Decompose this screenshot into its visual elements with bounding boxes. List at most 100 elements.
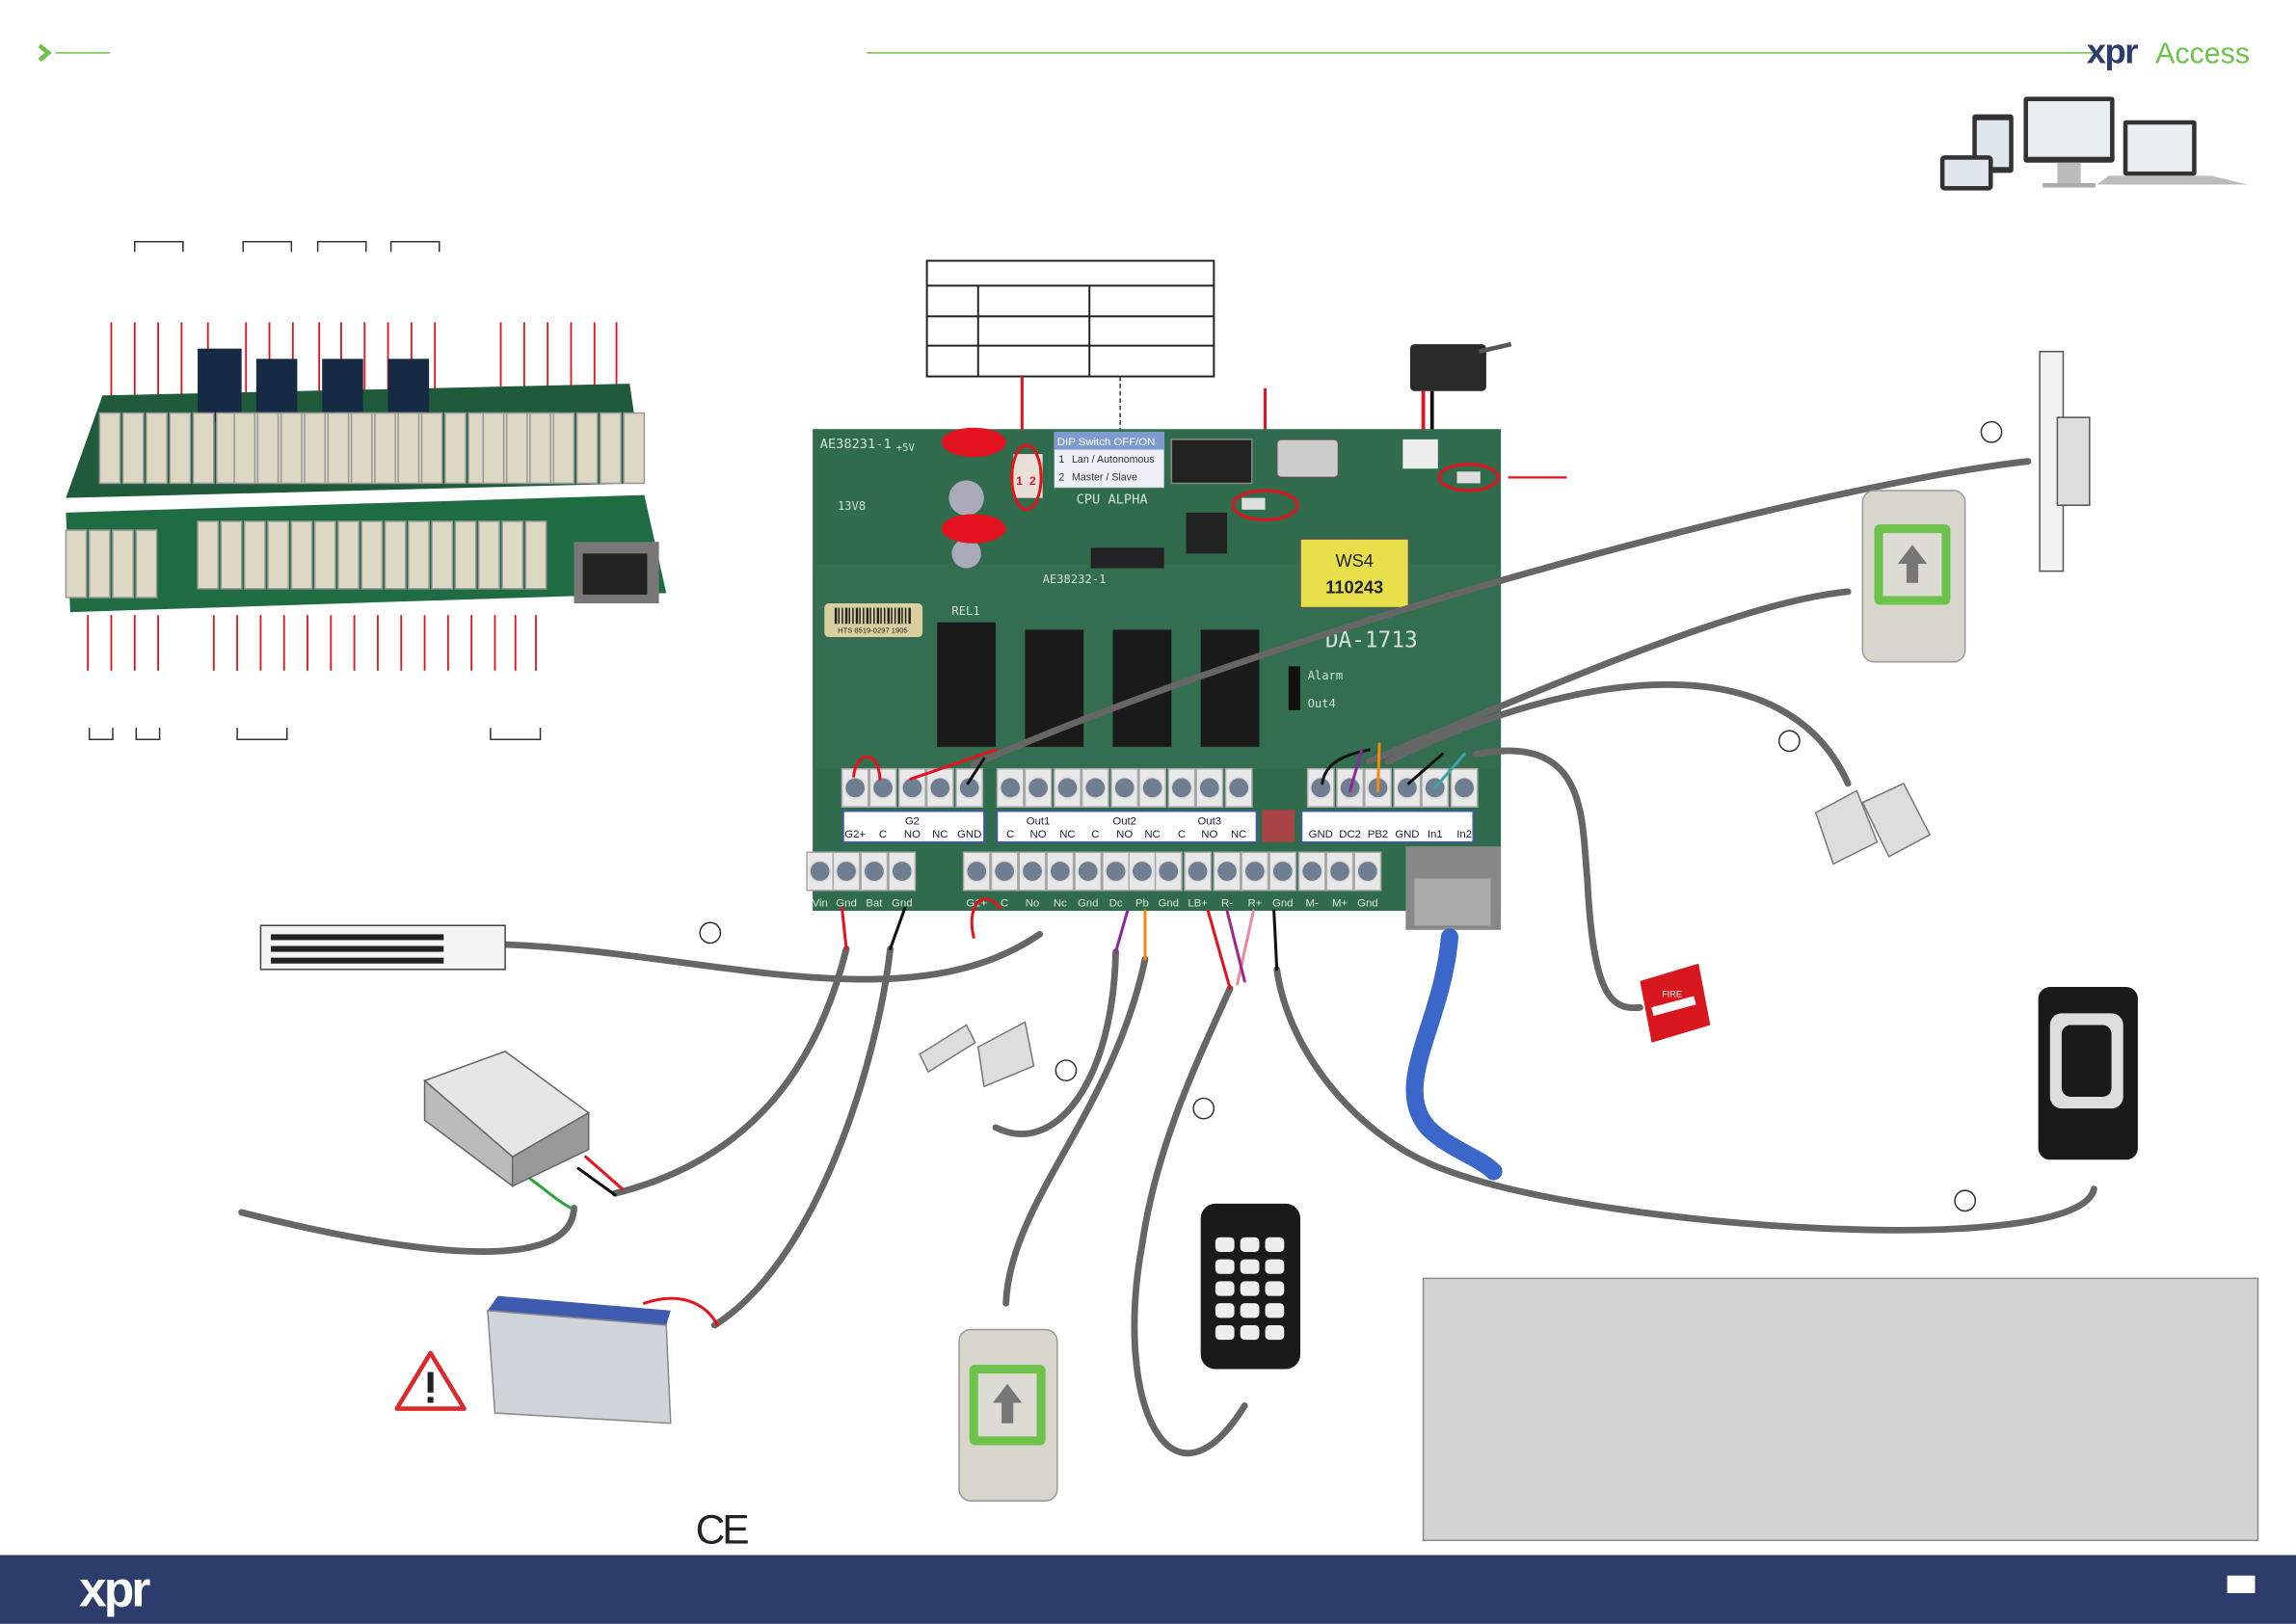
- terminal-screw[interactable]: [835, 860, 858, 883]
- card-reader: [2038, 987, 2138, 1160]
- door-contact-left: [919, 1021, 1035, 1088]
- terminal-label-bottom: Gnd: [1159, 897, 1180, 909]
- terminal-screw[interactable]: [1215, 860, 1239, 883]
- terminal-screw[interactable]: [1453, 777, 1476, 799]
- terminal-screw[interactable]: [1187, 860, 1210, 883]
- photo-terminal: [327, 412, 350, 485]
- terminal-label-top: C: [1006, 829, 1014, 840]
- keypad-key: [1215, 1259, 1235, 1274]
- dip-row-2-label: Master / Slave: [1072, 471, 1137, 483]
- power-led-highlight: [1231, 489, 1299, 521]
- terminal-screw[interactable]: [863, 860, 886, 883]
- terminal-screw[interactable]: [965, 860, 988, 883]
- photo-terminal: [482, 412, 505, 485]
- terminal-screw[interactable]: [1170, 777, 1193, 799]
- terminal-screw[interactable]: [1271, 860, 1295, 883]
- terminal-label-bottom: LB+: [1188, 897, 1208, 909]
- terminal-screw[interactable]: [843, 777, 867, 799]
- terminal-group-header: Out2: [1112, 815, 1136, 827]
- terminal-screw[interactable]: [1328, 860, 1351, 883]
- ethernet-port[interactable]: [1405, 846, 1502, 930]
- terminal-screw[interactable]: [1356, 860, 1379, 883]
- terminal-label-top: NO: [1116, 829, 1133, 840]
- photo-terminal: [192, 412, 215, 485]
- terminal-screw[interactable]: [1027, 777, 1050, 799]
- keypad-key: [1265, 1303, 1285, 1318]
- terminal-label-bottom: Gnd: [1357, 897, 1378, 909]
- chip-label: [1299, 538, 1410, 609]
- dip-row-1-num: 1: [1058, 454, 1064, 466]
- terminal-screw[interactable]: [1083, 777, 1107, 799]
- terminal-screw[interactable]: [1141, 777, 1163, 799]
- terminal-label-top: NC: [1144, 829, 1160, 840]
- terminal-screw[interactable]: [958, 777, 981, 799]
- terminal-label-top: C: [1091, 829, 1099, 840]
- fire-break-glass: FIRE: [1640, 963, 1711, 1043]
- photo-terminal: [121, 412, 145, 485]
- callout-brackets-bottom: [88, 728, 542, 741]
- terminal-screw[interactable]: [1300, 860, 1323, 883]
- terminal-screw[interactable]: [901, 777, 923, 799]
- arrow-up-icon: [992, 1383, 1023, 1424]
- photo-terminal: [135, 529, 158, 599]
- terminal-screw[interactable]: [891, 860, 914, 883]
- keypad-key: [1240, 1259, 1260, 1274]
- photo-terminal: [290, 520, 313, 590]
- photo-terminal: [65, 529, 88, 599]
- terminal-label-bottom: Gnd: [836, 897, 857, 909]
- terminal-label-bottom: Dc: [1109, 897, 1123, 909]
- terminal-screw[interactable]: [1105, 860, 1127, 883]
- terminal-screw[interactable]: [809, 860, 832, 883]
- out4-label: Out4: [1308, 697, 1336, 710]
- usb-port[interactable]: [1275, 439, 1340, 479]
- keypad-key: [1240, 1303, 1260, 1318]
- logo-xpr: xpr: [2087, 31, 2138, 70]
- terminal-label-bottom: M+: [1332, 897, 1348, 909]
- terminal-screw[interactable]: [871, 777, 894, 799]
- board-photo: [65, 241, 667, 741]
- alarm-label: Alarm: [1308, 669, 1344, 682]
- terminal-screw[interactable]: [1049, 860, 1072, 883]
- photo-terminal: [524, 520, 547, 590]
- terminal-screw[interactable]: [1198, 777, 1221, 799]
- terminal-group-header: G2: [905, 815, 920, 827]
- terminal-screw[interactable]: [1131, 860, 1154, 883]
- terminal-screw[interactable]: [928, 777, 951, 799]
- terminal-label-top: NC: [932, 829, 948, 840]
- photo-terminal: [408, 520, 430, 590]
- photo-terminal: [337, 520, 360, 590]
- terminal-screw[interactable]: [1157, 860, 1180, 883]
- exit-button-upper: [1861, 490, 1966, 663]
- terminal-screw[interactable]: [993, 860, 1016, 883]
- terminal-screw[interactable]: [1113, 777, 1136, 799]
- terminal-group-header: Out1: [1027, 815, 1051, 827]
- photo-terminal: [454, 520, 477, 590]
- photo-terminal: [623, 412, 646, 485]
- keypad: [1200, 1203, 1300, 1370]
- keypad-key: [1215, 1324, 1235, 1341]
- photo-terminal: [444, 412, 467, 485]
- terminal-screw[interactable]: [1056, 777, 1079, 799]
- photo-terminal: [431, 520, 454, 590]
- label-strip: [996, 810, 1258, 843]
- terminal-label-bottom: M-: [1306, 897, 1319, 909]
- terminal-label-bottom: C: [1001, 897, 1008, 909]
- terminal-screw[interactable]: [1396, 777, 1419, 799]
- photo-terminal-blocks: [65, 412, 646, 599]
- terminal-label-bottom: Pb: [1135, 897, 1149, 909]
- photo-terminal: [304, 412, 327, 485]
- terminal-screw[interactable]: [1021, 860, 1044, 883]
- power-led: [1241, 497, 1266, 510]
- terminal-screw[interactable]: [1309, 777, 1332, 799]
- terminal-screw[interactable]: [999, 777, 1022, 799]
- terminal-screw[interactable]: [1243, 860, 1267, 883]
- terminal-label-bottom: R-: [1221, 897, 1233, 909]
- plus5v-label: +5V: [896, 441, 916, 454]
- logo-access: Access: [2155, 37, 2250, 69]
- terminal-label-top: NC: [1059, 829, 1075, 840]
- terminal-screw[interactable]: [1227, 777, 1250, 799]
- terminal-screw[interactable]: [1077, 860, 1100, 883]
- maglock: [259, 924, 506, 971]
